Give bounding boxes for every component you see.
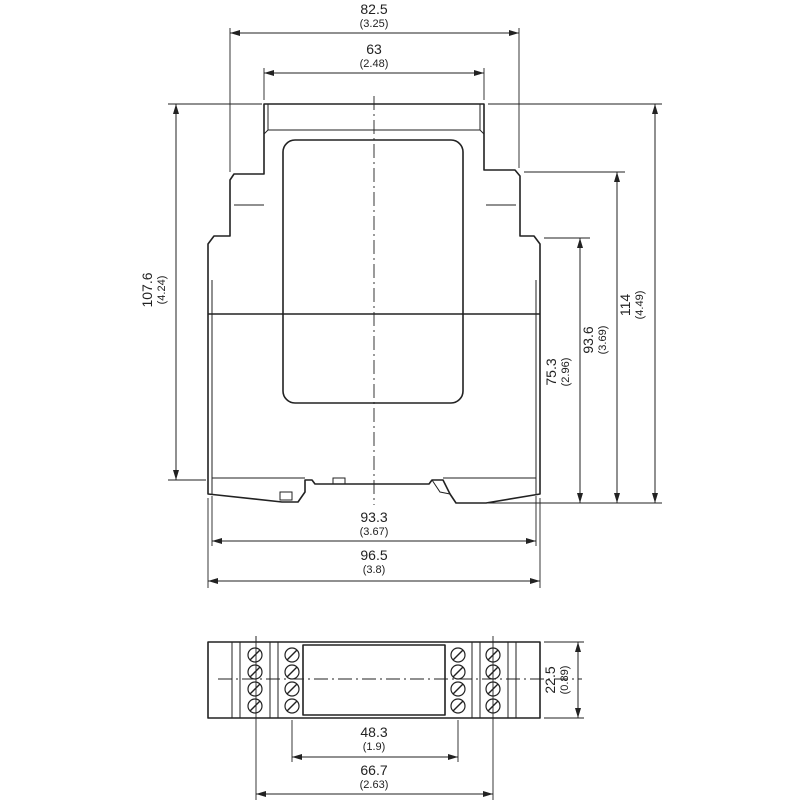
terminal-block-left-inner (284, 647, 300, 714)
dim-width-cover: 63 (2.48) (264, 41, 484, 76)
dim-width-inner: 93.3 (3.67) (211, 496, 537, 546)
dim-width-cover-value: 63 (366, 41, 382, 57)
dim-terminal-outer: 66.7 (2.63) (256, 762, 493, 797)
housing-outline (207, 103, 541, 504)
dim-width-top-inch: (3.25) (360, 18, 389, 30)
dim-height-left-value: 107.6 (139, 272, 155, 307)
dim-height-total: 114 (4.49) (617, 104, 658, 503)
dim-width-cover-inch: (2.48) (360, 58, 389, 70)
dim-height-body-inch: (2.96) (560, 358, 572, 387)
dim-height-body-value: 75.3 (543, 358, 559, 385)
dim-width-inner-value: 93.3 (360, 509, 387, 525)
dim-terminal-inner: 48.3 (1.9) (292, 724, 458, 760)
dim-width-overall-inch: (3.8) (363, 564, 386, 576)
din-clip (279, 491, 293, 501)
dim-height-left-inch: (4.24) (156, 276, 168, 305)
dim-height-total-inch: (4.49) (634, 291, 646, 320)
dim-height-mid-inch: (3.69) (597, 326, 609, 355)
dim-depth: 22.5 (0.89) (542, 642, 581, 718)
dim-height-left: 107.6 (4.24) (139, 104, 179, 480)
terminal-block-left-outer (247, 647, 263, 714)
extension-lines (168, 28, 662, 588)
top-view (207, 636, 584, 800)
dim-terminal-outer-inch: (2.63) (360, 779, 389, 791)
dim-height-body: 75.3 (2.96) (543, 238, 583, 503)
dim-terminal-inner-value: 48.3 (360, 724, 387, 740)
dim-width-top: 82.5 (3.25) (230, 1, 519, 36)
terminal-block-right-inner (450, 647, 466, 714)
top-view-window (302, 644, 446, 716)
front-window (282, 139, 464, 404)
dim-depth-inch: (0.89) (559, 666, 571, 695)
dim-height-total-value: 114 (617, 294, 633, 317)
top-view-outline (207, 641, 541, 719)
dim-width-overall: 96.5 (3.8) (208, 547, 540, 584)
dim-height-mid: 93.6 (3.69) (580, 172, 620, 503)
dim-width-overall-value: 96.5 (360, 547, 387, 563)
front-view (207, 96, 541, 505)
dim-height-mid-value: 93.6 (580, 326, 596, 353)
dim-width-inner-inch: (3.67) (360, 526, 389, 538)
dim-terminal-outer-value: 66.7 (360, 762, 387, 778)
dim-width-top-value: 82.5 (360, 1, 387, 17)
dim-depth-value: 22.5 (542, 666, 558, 693)
dim-terminal-inner-inch: (1.9) (363, 741, 386, 753)
